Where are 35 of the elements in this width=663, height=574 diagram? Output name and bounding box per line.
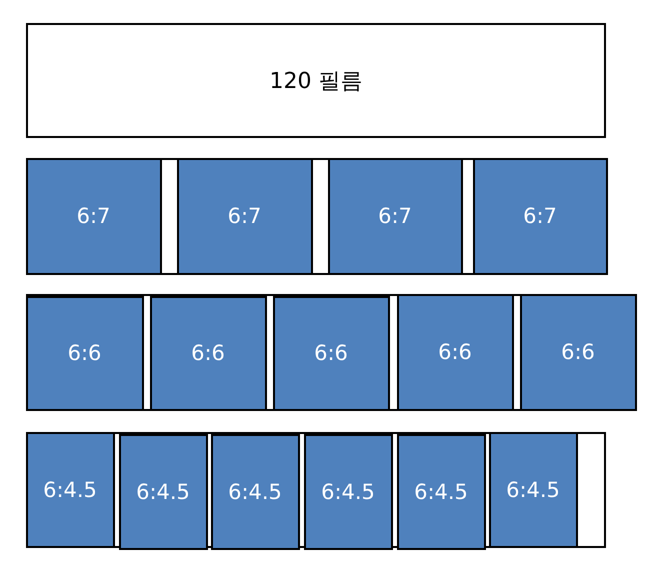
frame-box: [150, 296, 266, 410]
frame-box: [328, 158, 462, 274]
frame-box: [488, 432, 578, 548]
frame-box: [520, 294, 636, 410]
frame-box: [272, 296, 390, 410]
film-strip: [26, 294, 637, 411]
film-box: [26, 23, 606, 138]
ratio-label: 6:6: [438, 340, 472, 364]
ratio-label: 6:7: [378, 204, 412, 228]
film-strip: [26, 158, 608, 275]
frame-box: [26, 296, 144, 410]
ratio-label: 6:7: [523, 204, 557, 228]
ratio-label: 6:4.5: [136, 480, 190, 504]
frame-box: [304, 434, 392, 550]
ratio-label: 6:6: [314, 341, 348, 365]
film-strip: [26, 432, 606, 548]
ratio-label: 6:4.5: [414, 480, 468, 504]
frame-box: [176, 158, 312, 274]
frame-box: [26, 432, 114, 548]
ratio-label: 6:7: [228, 204, 262, 228]
frame-box: [26, 158, 162, 274]
frame-box: [396, 294, 514, 410]
ratio-label: 6:6: [68, 341, 102, 365]
ratio-label: 6:4.5: [321, 480, 375, 504]
frame-box: [118, 434, 208, 550]
ratio-label: 6:7: [76, 204, 110, 228]
frame-box: [472, 158, 608, 274]
film-label: 120 필름: [270, 68, 362, 96]
ratio-label: 6:4.5: [43, 478, 97, 502]
ratio-label: 6:4.5: [506, 478, 560, 502]
ratio-label: 6:6: [561, 340, 595, 364]
ratio-label: 6:4.5: [228, 480, 282, 504]
ratio-label: 6:6: [191, 341, 225, 365]
frame-box: [396, 434, 486, 550]
frame-box: [210, 434, 300, 550]
